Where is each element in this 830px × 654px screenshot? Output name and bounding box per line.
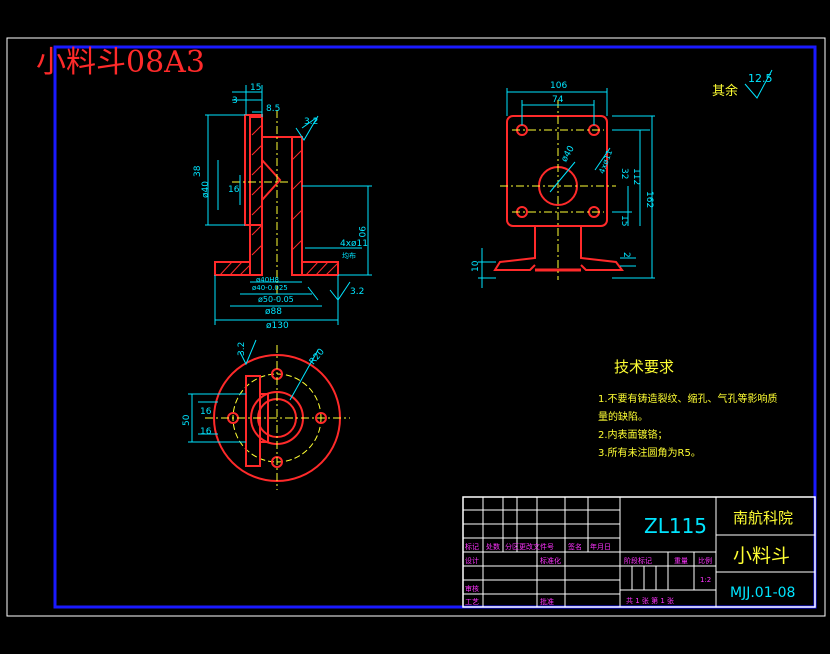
dim-phi40: ø40	[201, 181, 211, 198]
dim-112: 112	[631, 168, 641, 185]
dim-top-r: R20	[308, 347, 327, 367]
dim-38: 38	[193, 165, 203, 177]
top-view: 50 16 16 3.2 R20	[182, 339, 350, 490]
dim-top-16a: 16	[200, 407, 212, 417]
title-block: ZL115 南航科院 小料斗 MJJ.01-08 标记 处数 分区 更改文件号 …	[462, 496, 816, 608]
tb-scale-value: 1:2	[700, 576, 711, 584]
dim-side-phi40: ø40	[560, 144, 577, 164]
tb-label-sign: 签名	[568, 542, 582, 551]
material-label: ZL115	[644, 514, 707, 538]
org-name: 南航科院	[733, 509, 793, 527]
dim-10: 10	[471, 260, 481, 272]
roughness-symbol-icon	[744, 69, 773, 99]
roughness-label: 其余	[712, 83, 738, 99]
dim-top-16b: 16	[200, 427, 212, 437]
dim-bore1b: ø40-0.025	[252, 284, 288, 292]
dim-side-15: 15	[619, 215, 629, 226]
side-view: 106 74 ø40 4xø11 32 112 162 15 2 10	[471, 81, 655, 288]
tb-label-review: 审核	[465, 584, 479, 593]
tb-label-std: 标准化	[540, 556, 561, 565]
roughness-note: 其余 12.5	[712, 69, 773, 99]
tech-item-4: 3.所有未注圆角为R5。	[598, 446, 701, 459]
tb-label-scale: 比例	[698, 556, 712, 565]
dim-3: 3	[232, 96, 238, 106]
dim-74: 74	[552, 95, 564, 105]
tb-label-stage: 阶段标记	[624, 556, 652, 565]
dim-16: 16	[228, 185, 240, 195]
rough-top-3-2: 3.2	[237, 342, 247, 356]
front-view: 15 3 8.5 3.2 38 ø40 16 90 4xø11 均布 ø40H8…	[193, 83, 372, 331]
tech-item-3: 2.内表面镀铬；	[598, 428, 668, 441]
tb-sheet-text: 共 1 张 第 1 张	[626, 596, 674, 605]
tb-label-design: 设计	[465, 556, 479, 565]
dim-phi130: ø130	[266, 321, 289, 331]
drawing-number: MJJ.01-08	[730, 585, 795, 601]
dim-2: 2	[621, 252, 631, 258]
tb-label-weight: 重量	[674, 557, 688, 565]
dim-top-50: 50	[182, 414, 192, 426]
tb-label-process: 工艺	[465, 598, 479, 606]
dim-106: 106	[550, 81, 567, 91]
outer-frame	[6, 37, 826, 617]
dim-side-holes: 4xø11	[597, 149, 614, 175]
rough-3-2-top: 3.2	[304, 117, 318, 127]
tb-label-mark: 标记	[465, 542, 479, 551]
dim-bore1: ø40H8	[256, 276, 279, 284]
tb-label-approve: 批准	[540, 597, 554, 606]
inner-frame	[53, 45, 817, 609]
dim-bore2: ø50-0.05	[258, 295, 294, 304]
tb-label-count: 处数	[486, 542, 500, 551]
tech-item-2: 量的缺陷。	[598, 410, 648, 423]
dim-8-5: 8.5	[266, 104, 280, 114]
dim-90: 90	[356, 226, 366, 238]
dim-holes-sub: 均布	[342, 251, 356, 260]
tech-requirements: 技术要求 1.不要有铸造裂纹、缩孔、气孔等影响质 量的缺陷。 2.内表面镀铬； …	[598, 358, 778, 459]
dim-15: 15	[250, 83, 261, 93]
tb-label-change: 更改文件号	[519, 542, 554, 551]
tech-heading: 技术要求	[614, 358, 674, 376]
rough-3-2-bottom: 3.2	[350, 287, 364, 297]
tech-item-1: 1.不要有铸造裂纹、缩孔、气孔等影响质	[598, 392, 778, 405]
roughness-value: 12.5	[748, 72, 773, 85]
dim-holes: 4xø11	[340, 239, 368, 249]
dim-phi88: ø88	[265, 307, 282, 317]
tb-label-zone: 分区	[505, 542, 519, 551]
part-name: 小料斗	[733, 545, 790, 567]
tb-label-date: 年月日	[590, 542, 611, 551]
drawing-title: 小料斗08A3	[36, 45, 205, 80]
dim-32: 32	[619, 168, 629, 179]
dim-162: 162	[644, 191, 654, 208]
